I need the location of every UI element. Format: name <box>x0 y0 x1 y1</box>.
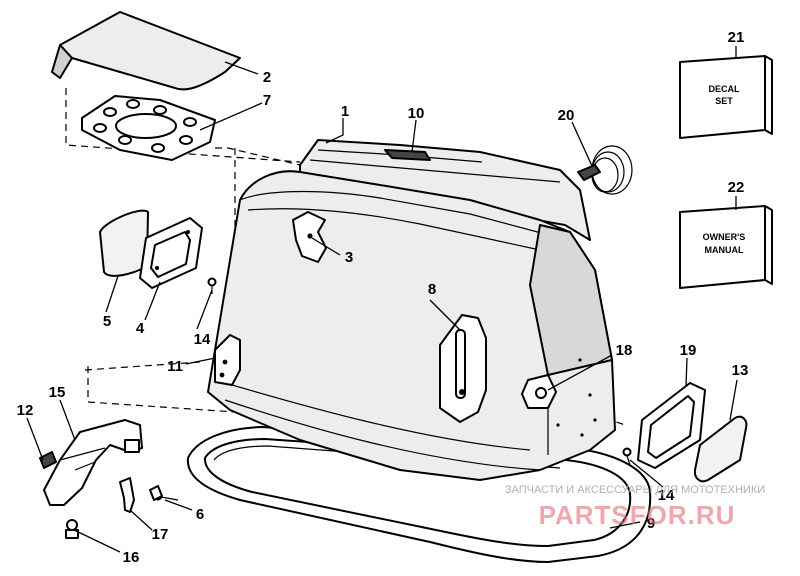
leader-lines <box>26 46 738 553</box>
decal-set-box: DECAL SET <box>679 55 773 139</box>
latch-part <box>439 314 487 423</box>
gasket-part <box>81 95 216 161</box>
right-frame-part <box>637 382 706 469</box>
callout-19: 19 <box>680 342 697 359</box>
grommet-part <box>521 374 557 409</box>
callout-10: 10 <box>408 105 425 122</box>
watermark-brand: PARTSFOR.RU <box>539 500 736 530</box>
callout-16: 16 <box>123 549 140 566</box>
callout-8: 8 <box>428 281 436 298</box>
bolt-part <box>149 485 163 501</box>
callout-labels: 1 2 3 4 5 6 7 8 9 10 11 12 13 14 14 15 1… <box>17 29 749 566</box>
callout-21: 21 <box>728 29 745 46</box>
callout-1: 1 <box>341 103 349 120</box>
top-cover-part <box>51 11 241 91</box>
callout-3: 3 <box>345 249 353 266</box>
nut-part <box>39 451 57 469</box>
callout-6: 6 <box>196 506 204 523</box>
callout-20: 20 <box>558 107 575 124</box>
owners-manual-line1: OWNER'S <box>703 232 746 242</box>
decal-set-line2: SET <box>715 96 733 106</box>
callout-2: 2 <box>263 69 271 86</box>
callout-7: 7 <box>263 92 271 109</box>
side-latch-part <box>214 334 241 386</box>
cover-grill-part <box>384 149 431 161</box>
watermark: ЗАПЧАСТИ И АКСЕССУАРЫ ДЛЯ МОТОТЕХНИКИ PA… <box>505 484 765 530</box>
label-plate-part <box>292 211 327 263</box>
callout-11: 11 <box>167 358 183 375</box>
callout-5: 5 <box>103 313 111 330</box>
left-frame-part <box>139 217 203 289</box>
callout-18: 18 <box>616 342 633 359</box>
callout-9: 9 <box>647 515 655 532</box>
owners-manual-line2: MANUAL <box>705 245 744 255</box>
callout-14-left: 14 <box>194 331 211 348</box>
decal-set-line1: DECAL <box>709 84 741 94</box>
callout-12: 12 <box>17 402 34 419</box>
cable-part <box>577 145 633 195</box>
callout-14-right: 14 <box>658 487 675 504</box>
bumper-part <box>65 519 79 539</box>
clip-part <box>119 477 135 513</box>
callout-4: 4 <box>136 320 145 337</box>
right-panel-part <box>693 415 748 483</box>
callout-15: 15 <box>49 384 66 401</box>
bracket-part <box>43 419 143 506</box>
callout-17: 17 <box>152 526 169 543</box>
callout-13: 13 <box>732 362 749 379</box>
owners-manual-box: OWNER'S MANUAL <box>679 205 773 289</box>
callout-22: 22 <box>728 179 745 196</box>
watermark-tagline: ЗАПЧАСТИ И АКСЕССУАРЫ ДЛЯ МОТОТЕХНИКИ <box>505 484 765 496</box>
